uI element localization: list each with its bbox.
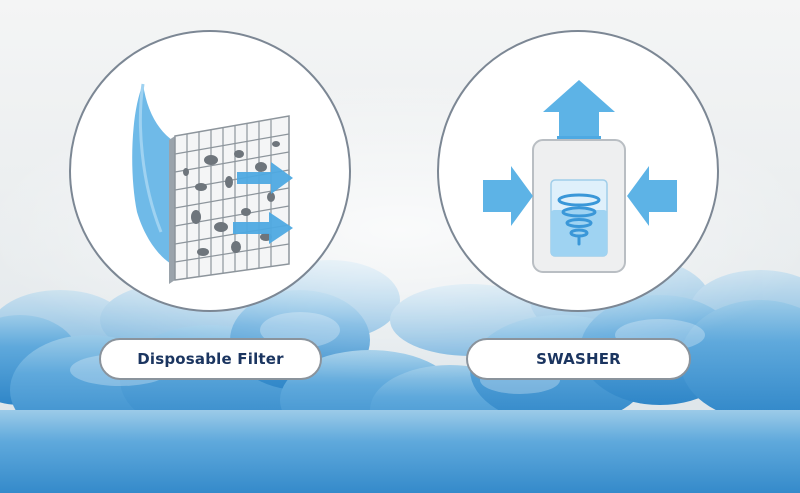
swasher-label-text: SWASHER — [536, 350, 621, 368]
disposable-filter-card — [69, 30, 351, 312]
disposable-filter-icon — [132, 83, 293, 284]
swasher-icon — [483, 80, 677, 273]
disposable-filter-label-text: Disposable Filter — [137, 350, 284, 368]
swasher-label: SWASHER — [466, 338, 691, 380]
swasher-card — [437, 30, 719, 312]
disposable-filter-label: Disposable Filter — [99, 338, 322, 380]
